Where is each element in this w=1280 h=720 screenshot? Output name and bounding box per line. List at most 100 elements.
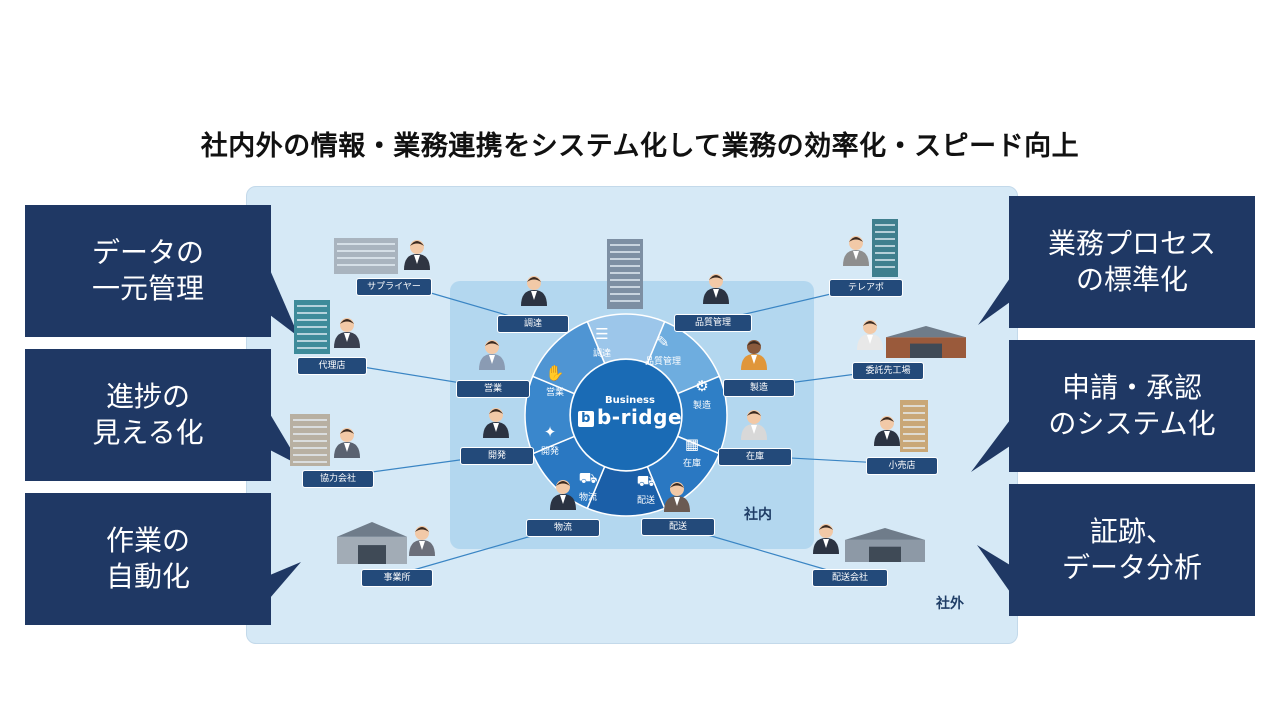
delivery-person-icon xyxy=(664,482,690,512)
partner-building-icon-window-row xyxy=(293,426,327,428)
delivery-company-person-icon-collar xyxy=(823,539,829,548)
partner-building-icon-window-row xyxy=(293,433,327,435)
node-quality-control: 品質管理 xyxy=(674,314,752,332)
wheel-segment-8 xyxy=(531,320,606,395)
manufacturing-person-icon-collar xyxy=(751,355,757,364)
wheel-seg-delivery: 配送 xyxy=(636,496,655,506)
quality-person-icon-hair xyxy=(709,275,723,280)
office-person-icon xyxy=(409,526,435,556)
node-office: 事業所 xyxy=(361,569,433,587)
telemarketing-building-icon-body xyxy=(872,219,898,277)
manufacturing-person-icon-hair xyxy=(747,341,761,346)
agency-person-icon-hair xyxy=(340,319,354,324)
wheel-seg-procurement: 調達 xyxy=(592,349,611,359)
telemarketing-building-icon-window-row xyxy=(875,252,895,254)
sales-person-icon-hair xyxy=(485,341,499,346)
callout-approval-system: 申請・承認 のシステム化 xyxy=(1009,340,1255,472)
delivery-company-person-icon-hair xyxy=(819,525,833,530)
wheel-seg-logistics-icon: ⛟ xyxy=(578,469,598,487)
agency-building-icon-window-row xyxy=(297,312,327,314)
retail-building-icon-window-row xyxy=(903,412,925,414)
agency-building-icon-window-row xyxy=(297,319,327,321)
office-person-icon-collar xyxy=(419,541,425,550)
partner-person-icon-hair xyxy=(340,429,354,434)
quality-person-icon xyxy=(703,274,729,304)
retail-person-icon-collar xyxy=(884,431,890,440)
hq-building-icon-window-row xyxy=(610,244,640,246)
hq-building-icon-window-row xyxy=(610,286,640,288)
callout-process-standardization: 業務プロセス の標準化 xyxy=(1009,196,1255,328)
node-development: 開発 xyxy=(460,447,534,465)
contract-factory-icon-roof xyxy=(886,326,966,338)
wheel-seg-sales: 営業 xyxy=(545,388,564,398)
sales-person-icon-collar xyxy=(489,355,495,364)
delivery-company-person-icon xyxy=(813,524,839,554)
node-agency: 代理店 xyxy=(297,357,367,375)
telemarketing-building-icon-window-row xyxy=(875,238,895,240)
hq-building-icon-window-row xyxy=(610,272,640,274)
inventory-person-icon xyxy=(741,410,767,440)
hq-building-icon-window-row xyxy=(610,300,640,302)
delivery-person-icon-collar xyxy=(674,497,680,506)
hq-building-icon-window-row xyxy=(610,279,640,281)
telemarketing-building-icon xyxy=(872,219,898,277)
quality-person-icon-collar xyxy=(713,289,719,298)
wheel-seg-development: 開発 xyxy=(540,447,559,457)
wheel-seg-sales-icon: ✋ xyxy=(545,364,565,382)
development-person-icon-hair xyxy=(489,409,503,414)
contract-factory-icon xyxy=(886,326,966,358)
retail-building-icon-window-row xyxy=(903,426,925,428)
agency-building-icon-window-row xyxy=(297,347,327,349)
agency-person-icon xyxy=(334,318,360,348)
callout-data-centralization: データの 一元管理 xyxy=(25,205,271,337)
logistics-person-icon-collar xyxy=(560,495,566,504)
supplier-person-icon-hair xyxy=(410,241,424,246)
node-inventory: 在庫 xyxy=(718,448,792,466)
callout-audit-analytics: 証跡、 データ分析 xyxy=(1009,484,1255,616)
manufacturing-person-icon xyxy=(741,340,767,370)
contract-factory-person-icon-collar xyxy=(867,335,873,344)
logistics-person-icon xyxy=(550,480,576,510)
agency-building-icon-window-row xyxy=(297,340,327,342)
telemarketing-building-icon-window-row xyxy=(875,266,895,268)
supplier-building-icon-window-row xyxy=(337,250,395,252)
node-partner-company: 協力会社 xyxy=(302,470,374,488)
hq-building-icon-window-row xyxy=(610,258,640,260)
node-telemarketing: テレアポ xyxy=(829,279,903,297)
inventory-person-icon-collar xyxy=(751,425,757,434)
wheel-seg-procurement-icon: ☰ xyxy=(595,325,609,343)
partner-building-icon-window-row xyxy=(293,419,327,421)
bridge-logo-icon: b xyxy=(577,411,594,427)
office-factory-icon-door xyxy=(358,545,386,564)
wheel-seg-delivery-icon: ⛟ xyxy=(636,472,656,490)
agency-building-icon xyxy=(294,300,330,354)
delivery-warehouse-icon-roof xyxy=(845,528,925,540)
node-supplier: サプライヤー xyxy=(356,278,432,296)
telemarketing-building-icon-window-row xyxy=(875,245,895,247)
supplier-building-icon-window-row xyxy=(337,243,395,245)
partner-person-icon xyxy=(334,428,360,458)
telemarketing-person-icon-collar xyxy=(853,251,859,260)
delivery-warehouse-icon xyxy=(845,528,925,562)
supplier-building-icon-window-row xyxy=(337,257,395,259)
wheel-seg-logistics: 物流 xyxy=(578,493,597,503)
partner-building-icon xyxy=(290,414,330,466)
telemarketing-person-icon-hair xyxy=(849,237,863,242)
node-procurement: 調達 xyxy=(497,315,569,333)
supplier-building-icon-window-row xyxy=(337,264,395,266)
logistics-person-icon-hair xyxy=(556,481,570,486)
wheel-seg-inventory: 在庫 xyxy=(682,459,701,469)
callout-pointer-1 xyxy=(270,270,299,337)
hq-building-icon-window-row xyxy=(610,251,640,253)
partner-building-icon-window-row xyxy=(293,440,327,442)
callout-pointer-3 xyxy=(270,562,301,598)
telemarketing-building-icon-window-row xyxy=(875,231,895,233)
agency-person-icon-collar xyxy=(344,333,350,342)
wheel-seg-manufacturing-icon: ⚙ xyxy=(695,377,709,395)
office-factory-icon xyxy=(337,522,407,564)
internal-zone-label: 社内 xyxy=(744,507,772,523)
external-zone-label: 社外 xyxy=(936,596,964,612)
telemarketing-building-icon-window-row xyxy=(875,259,895,261)
callout-work-automation: 作業の 自動化 xyxy=(25,493,271,625)
